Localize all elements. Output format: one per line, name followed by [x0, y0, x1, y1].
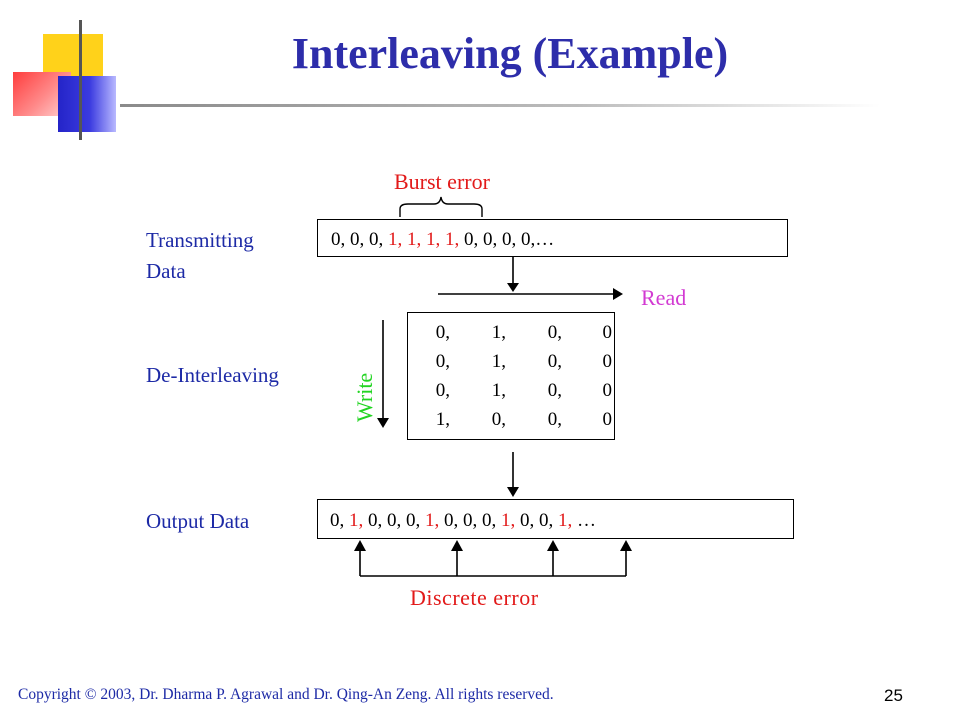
- output-bit: 1,: [558, 510, 577, 531]
- transmitting-bit: 0,: [483, 229, 502, 250]
- transmitting-sequence: 0, 0, 0, 1, 1, 1, 1, 0, 0, 0, 0,…: [331, 230, 554, 249]
- matrix-row: 0, 1, 0, 0: [420, 347, 612, 376]
- title-rule: [120, 104, 880, 107]
- matrix-cell: 1,: [435, 408, 450, 430]
- transmitting-bit: 0,: [464, 229, 483, 250]
- matrix-cell: 0: [602, 321, 613, 343]
- discrete-error-arrows-icon: [354, 540, 632, 577]
- output-data-label: Output Data: [146, 509, 250, 533]
- output-bit: 1,: [501, 510, 520, 531]
- read-label: Read: [641, 285, 687, 310]
- down-arrow-icon: [507, 452, 519, 497]
- matrix-row: 1, 0, 0, 0: [420, 405, 612, 434]
- output-bit: 0,: [444, 510, 463, 531]
- discrete-error-label: Discrete error: [410, 585, 539, 610]
- output-bit: 0,: [482, 510, 501, 531]
- down-arrow-icon: [507, 257, 519, 292]
- matrix-cell: 0: [602, 379, 613, 401]
- output-bit: 0,: [406, 510, 425, 531]
- read-arrow-icon: [438, 288, 623, 300]
- output-bit: 0,: [520, 510, 539, 531]
- matrix-cell: 1,: [491, 379, 506, 401]
- transmitting-bit: 1,: [407, 229, 426, 250]
- output-bit: 0,: [330, 510, 349, 531]
- output-bit: …: [577, 510, 596, 531]
- transmitting-bit: 1,: [426, 229, 445, 250]
- matrix-cell: 0,: [435, 350, 450, 372]
- output-bit: 0,: [463, 510, 482, 531]
- deinterleaving-matrix-box: 0, 1, 0, 0 0, 1, 0, 0 0, 1, 0, 0 1, 0, 0, 0: [407, 312, 615, 440]
- copyright-footer: Copyright © 2003, Dr. Dharma P. Agrawal …: [18, 686, 554, 703]
- transmitting-bit: 0,: [331, 229, 350, 250]
- matrix-row: 0, 1, 0, 0: [420, 376, 612, 405]
- logo-vertical-line: [79, 20, 82, 140]
- logo-blue-square: [58, 76, 116, 132]
- transmitting-bit: 0,: [350, 229, 369, 250]
- burst-error-label: Burst error: [394, 169, 490, 194]
- matrix-cell: 1,: [491, 321, 506, 343]
- output-bit: 0,: [539, 510, 558, 531]
- matrix-cell: 1,: [491, 350, 506, 372]
- slide-title: Interleaving (Example): [291, 29, 729, 78]
- output-bit: 0,: [387, 510, 406, 531]
- matrix-cell: 0,: [547, 321, 562, 343]
- matrix-cell: 0,: [435, 379, 450, 401]
- transmitting-data-label: Data: [146, 259, 186, 283]
- transmitting-bit: 0,: [369, 229, 388, 250]
- matrix-cell: 0,: [547, 350, 562, 372]
- matrix-cell: 0,: [547, 408, 562, 430]
- transmitting-data-box: 0, 0, 0, 1, 1, 1, 1, 0, 0, 0, 0,…: [317, 219, 788, 257]
- output-bit: 1,: [425, 510, 444, 531]
- matrix-cell: 0,: [435, 321, 450, 343]
- matrix-cell: 0: [602, 408, 613, 430]
- write-label: Write: [352, 372, 377, 422]
- output-bit: 1,: [349, 510, 368, 531]
- matrix-cell: 0: [602, 350, 613, 372]
- burst-brace-icon: [399, 196, 483, 217]
- output-data-box: 0, 1, 0, 0, 0, 1, 0, 0, 0, 1, 0, 0, 1, …: [317, 499, 794, 539]
- page-number: 25: [884, 686, 903, 705]
- matrix-cell: 0,: [491, 408, 506, 430]
- matrix-cell: 0,: [547, 379, 562, 401]
- transmitting-bit: 1,: [388, 229, 407, 250]
- deinterleaving-label: De-Interleaving: [146, 363, 279, 387]
- write-arrow-icon: [377, 320, 389, 428]
- transmitting-label: Transmitting: [146, 228, 254, 252]
- matrix-row: 0, 1, 0, 0: [420, 318, 612, 347]
- deinterleaving-matrix: 0, 1, 0, 0 0, 1, 0, 0 0, 1, 0, 0 1, 0, 0, 0: [420, 318, 612, 434]
- transmitting-bit: 0,: [502, 229, 521, 250]
- transmitting-bit: 0,…: [521, 229, 555, 250]
- transmitting-bit: 1,: [445, 229, 464, 250]
- output-bit: 0,: [368, 510, 387, 531]
- output-sequence: 0, 1, 0, 0, 0, 1, 0, 0, 0, 1, 0, 0, 1, …: [330, 511, 596, 530]
